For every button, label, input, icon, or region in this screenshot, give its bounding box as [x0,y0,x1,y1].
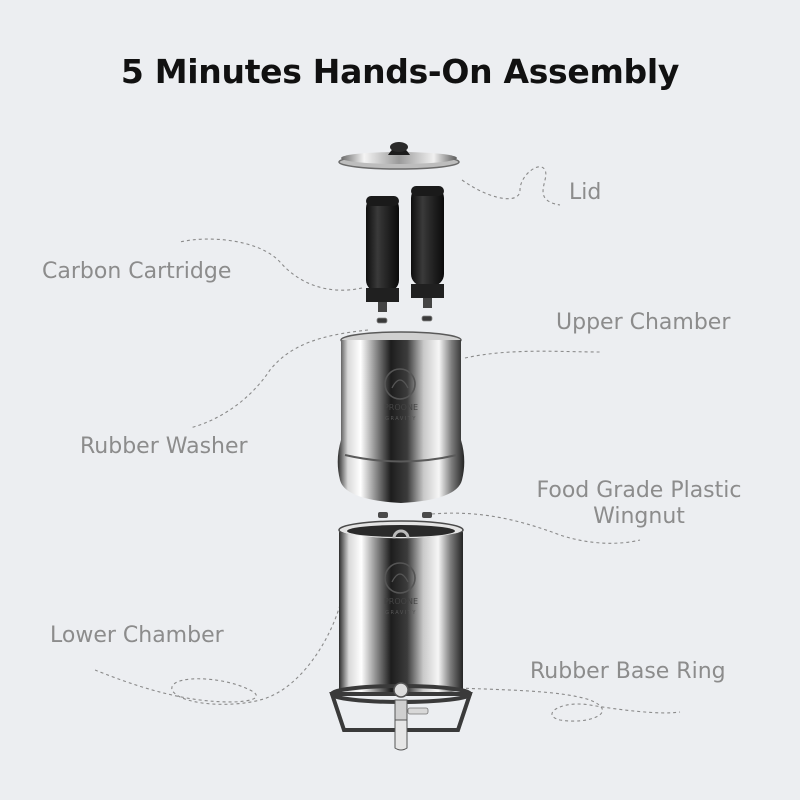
lower-brand-sub: GRAVITY [385,610,417,616]
leader-lines [94,166,681,722]
label-wingnut-line2: Wingnut [593,504,685,529]
leader-lid [461,166,561,206]
lid-part [338,142,460,170]
upper-chamber-part: PROONE GRAVITY [337,331,465,503]
lower-brand-name: PROONE [384,597,418,606]
label-wingnut: Food Grade Plastic Wingnut [514,478,764,530]
leader-carbon-cartridge [179,238,363,291]
wingnuts [378,512,432,518]
upper-brand-sub: GRAVITY [385,416,417,422]
label-rubber-washer: Rubber Washer [80,434,248,459]
leader-rubber-washer [189,329,369,429]
rubber-washers [376,315,433,324]
label-carbon-cartridge: Carbon Cartridge [42,259,232,284]
faucet-spigot [393,682,429,751]
lower-chamber-part: PROONE GRAVITY [338,520,464,696]
page-title: 5 Minutes Hands-On Assembly [120,52,680,91]
leader-lower-chamber [94,604,341,705]
carbon-cartridge-right [411,186,444,308]
label-rubber-base-ring: Rubber Base Ring [530,659,726,684]
label-upper-chamber: Upper Chamber [556,310,731,335]
upper-brand-name: PROONE [384,403,418,412]
label-lid: Lid [569,180,602,205]
label-lower-chamber: Lower Chamber [50,623,224,648]
leader-wingnut [431,512,641,544]
label-wingnut-line1: Food Grade Plastic [536,478,742,503]
carbon-cartridge-left [366,196,399,312]
leader-upper-chamber [464,350,601,359]
leader-rubber-base-ring [459,687,681,722]
